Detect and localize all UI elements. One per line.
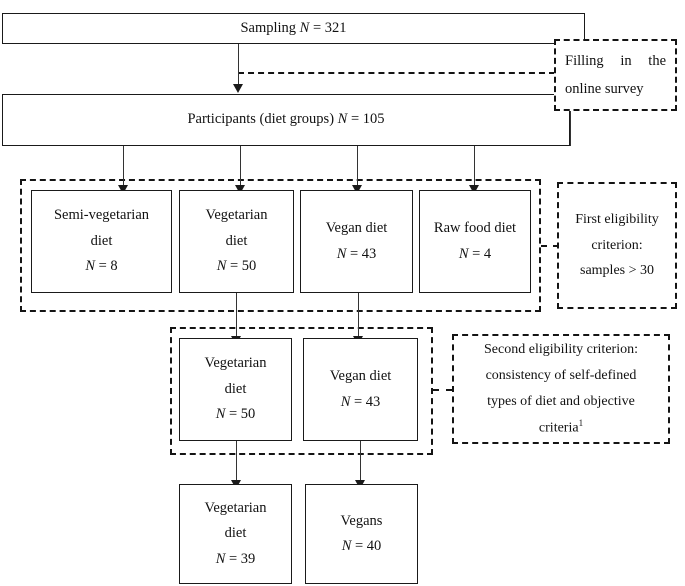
arrowhead-raw-food [469, 185, 479, 194]
first-criterion-line2: criterion: [591, 237, 643, 253]
node-final-vegetarian-name2: diet [224, 525, 247, 542]
n-symbol: N [299, 19, 310, 36]
arrowhead-sampling-to-participants [233, 84, 243, 93]
edge-second-vegan-to-final [360, 441, 361, 481]
second-criterion-line1: Second eligibility criterion: [484, 341, 638, 357]
node-first-eligibility-criterion: First eligibility criterion: samples > 3… [557, 182, 677, 309]
node-semi-vegetarian-diet: Semi-vegetarian diet N = 8 [31, 190, 172, 293]
node-sampling: Sampling N = 321 [2, 13, 585, 44]
edge-sampling-to-participants [238, 44, 239, 85]
node-second-vegetarian-count: N = 50 [215, 406, 256, 423]
connector-first-criterion [541, 245, 559, 247]
node-semi-vegetarian-diet-name2: diet [90, 232, 113, 249]
first-criterion-line3: samples > 30 [580, 263, 654, 279]
second-criterion-line2: consistency of self-defined [485, 367, 637, 383]
edge-vegan-to-second-row [358, 293, 359, 337]
second-criterion-line4: criteria1 [538, 417, 584, 436]
edge-survey-dashed-feedback [238, 72, 555, 74]
edge-vegetarian-to-second-row [236, 293, 237, 337]
node-semi-vegetarian-diet-name1: Semi-vegetarian [53, 207, 149, 224]
arrowhead-semi-vegetarian [118, 185, 128, 194]
group-second-eligibility [170, 327, 433, 455]
node-vegan-diet-name1: Vegan diet [325, 220, 388, 237]
edge-participants-to-semi-vegetarian [123, 146, 124, 186]
node-sampling-label: Sampling N = 321 [240, 19, 347, 36]
edge-participants-to-raw-food [474, 146, 475, 186]
node-second-vegetarian-diet: Vegetarian diet N = 50 [179, 338, 292, 441]
n-symbol: N [336, 245, 347, 262]
first-criterion-line1: First eligibility [575, 211, 659, 227]
node-raw-food-diet-name1: Raw food diet [433, 220, 517, 237]
n-symbol: N [337, 111, 348, 128]
node-online-survey-line1: Filling in the [565, 52, 666, 69]
node-final-vegetarian-count: N = 39 [215, 550, 256, 567]
node-raw-food-diet: Raw food diet N = 4 [419, 190, 531, 293]
n-symbol: N [341, 538, 352, 554]
group-first-eligibility [20, 179, 541, 312]
node-vegetarian-diet: Vegetarian diet N = 50 [179, 190, 294, 293]
node-raw-food-diet-count: N = 4 [458, 245, 492, 262]
node-second-vegan-count: N = 43 [340, 393, 381, 410]
node-vegetarian-diet-name1: Vegetarian [205, 207, 268, 224]
node-second-vegetarian-name1: Vegetarian [204, 355, 267, 372]
node-vegan-diet-count: N = 43 [336, 245, 377, 262]
node-participants: Participants (diet groups) N = 105 [2, 94, 570, 146]
node-final-vegans-count: N = 40 [341, 538, 382, 554]
edge-participants-to-vegan [357, 146, 358, 186]
footnote-marker: 1 [578, 417, 584, 428]
n-symbol: N [216, 258, 227, 275]
node-vegan-diet: Vegan diet N = 43 [300, 190, 413, 293]
n-symbol: N [215, 550, 226, 567]
connector-second-criterion [433, 389, 452, 391]
node-vegetarian-diet-count: N = 50 [216, 258, 257, 275]
n-symbol: N [215, 406, 226, 423]
arrowhead-vegan [352, 185, 362, 194]
node-second-vegetarian-name2: diet [224, 380, 247, 397]
node-participants-label: Participants (diet groups) N = 105 [187, 111, 385, 128]
node-final-vegetarian-name1: Vegetarian [204, 499, 267, 516]
node-vegetarian-diet-name2: diet [225, 232, 248, 249]
node-second-vegan-name1: Vegan diet [329, 368, 392, 385]
node-final-vegetarian-diet: Vegetarian diet N = 39 [179, 484, 292, 584]
node-final-vegans: Vegans N = 40 [305, 484, 418, 584]
edge-participants-to-vegetarian [240, 146, 241, 186]
n-symbol: N [85, 258, 95, 275]
n-symbol: N [340, 393, 351, 410]
edge-second-vegetarian-to-final [236, 441, 237, 481]
node-semi-vegetarian-diet-count: N = 8 [85, 258, 118, 275]
arrowhead-vegetarian [235, 185, 245, 194]
node-second-vegan-diet: Vegan diet N = 43 [303, 338, 418, 441]
node-online-survey: Filling in the online survey [554, 39, 677, 111]
node-second-eligibility-criterion: Second eligibility criterion: consistenc… [452, 334, 670, 444]
node-final-vegans-name1: Vegans [340, 512, 383, 529]
node-online-survey-line2: online survey [565, 81, 644, 97]
n-symbol: N [458, 245, 469, 262]
second-criterion-line3: types of diet and objective [487, 393, 635, 409]
edge-survey-down [570, 111, 571, 146]
